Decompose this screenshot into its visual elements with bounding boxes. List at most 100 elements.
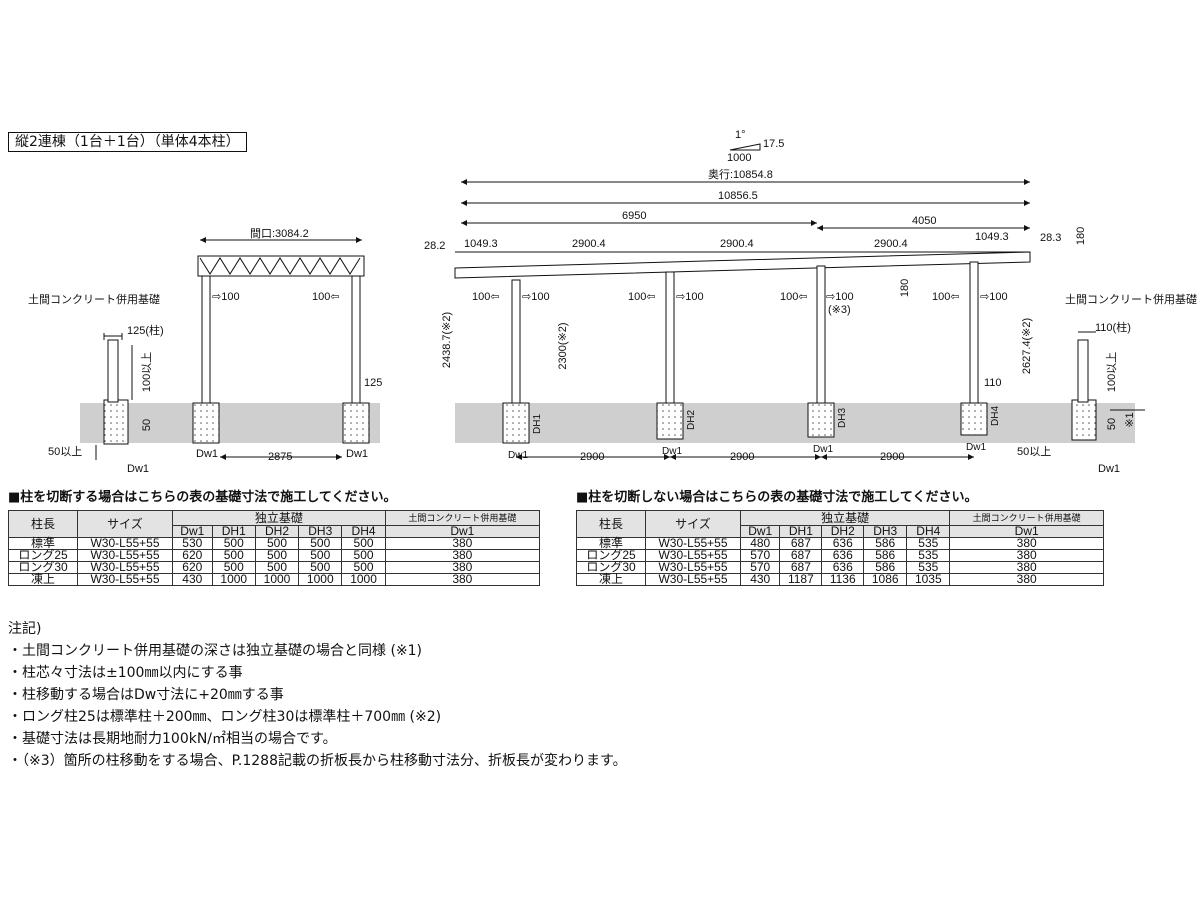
eave-left: 28.2 [424,240,445,252]
cell: 380 [949,549,1104,562]
spacing-3: 2900 [880,451,904,463]
dw-3: Dw1 [813,444,833,455]
front-offset-right: 100⇦ [312,291,340,303]
right-depth: 50 [1106,418,1118,430]
right-post-size: 110(柱) [1095,320,1131,334]
right-note: ※1 [1124,412,1136,427]
sub-dh2: DH2 [821,525,865,538]
right-height-min: 100以上 [1105,352,1118,392]
eave-right: 28.3 [1040,232,1061,244]
cell: 凍上 [8,573,78,586]
seg-3: 2900.4 [720,238,754,250]
note-3: (※3) [828,304,851,316]
col-length: 柱長 [576,510,646,538]
left-slab-detail: 土間コンクリート併用基礎 125(柱) 100以上 50 50以上 Dw1 [28,292,164,475]
dw-4: Dw1 [966,442,986,453]
seg-5: 1049.3 [975,231,1009,243]
off-b-1: ⇨100 [522,291,550,303]
height-right: 2627.4(※2) [1021,318,1033,374]
dim-4050: 4050 [912,215,936,227]
note-item: ・土間コンクリート併用基礎の深さは独立基礎の場合と同様 (※1) [8,643,423,659]
group-independent: 独立基礎 [172,510,386,526]
left-dw: Dw1 [127,463,149,475]
dw-1: Dw1 [508,450,528,461]
cell: ロング30 [8,561,78,574]
col-length: 柱長 [8,510,78,538]
table-cut-title: ■柱を切断する場合はこちらの表の基礎寸法で施工してください。 [8,490,397,505]
sub-dw1: Dw1 [739,525,781,538]
sub-dh1: DH1 [779,525,823,538]
front-view: 間口:3084.2 ⇨100 100⇦ 125 2875 Dw1 Dw1 [192,227,382,463]
ground-front [80,403,380,443]
dw-2: Dw1 [662,446,682,457]
height-180b: 180 [899,279,911,297]
off-b-4: ⇨100 [980,291,1008,303]
height-mid: 2300(※2) [557,322,569,369]
cell: 1000 [254,573,300,586]
front-foot-left: Dw1 [196,448,218,460]
note-item: ・（※3）箇所の柱移動をする場合、P.1288記載の折板長から柱移動寸法分、折板… [8,753,627,769]
left-detail-label: 土間コンクリート併用基礎 [28,292,160,306]
off-a-3: 100⇦ [780,291,808,303]
dh1: DH1 [532,414,543,434]
right-detail-label: 土間コンクリート併用基礎 [1065,292,1197,306]
front-offset-left: ⇨100 [212,291,240,303]
drawing-title: 縦2連棟（1台＋1台）（単体4本柱） [8,132,247,152]
cell: 380 [949,573,1104,586]
left-post-size: 125(柱) [127,323,164,337]
right-dw: Dw1 [1098,463,1120,475]
right-slab-detail: 土間コンクリート併用基礎 110(柱) 100以上 50 ※1 50以上 Dw1 [1017,292,1197,475]
slope-rise: 17.5 [763,138,784,150]
right-min-width: 50以上 [1017,445,1051,458]
left-depth: 50 [141,419,153,431]
cell: 500 [211,561,256,574]
dim-6950: 6950 [622,210,646,222]
note-item: ・柱芯々寸法は±100㎜以内にする事 [8,665,243,681]
front-span: 2875 [268,451,292,463]
dh3: DH3 [837,408,848,428]
cell: W30-L55+55 [645,573,741,586]
notes: 注記) ・土間コンクリート併用基礎の深さは独立基礎の場合と同様 (※1) ・柱芯… [8,618,627,772]
spacing-1: 2900 [580,451,604,463]
col-size: サイズ [645,510,741,538]
left-height-min: 100以上 [140,352,153,392]
seg-2: 2900.4 [572,238,606,250]
off-b-3: ⇨100 [826,291,854,303]
height-180: 180 [1075,227,1087,245]
cell: 380 [384,549,541,562]
cell: 687 [779,561,823,574]
notes-heading: 注記) [8,621,42,637]
note-item: ・柱移動する場合はDw寸法に+20㎜する事 [8,687,284,703]
cell: 1000 [211,573,256,586]
cell: 1187 [779,573,823,586]
side-view: 1° 17.5 1000 奥行:10854.8 10856.5 6950 405… [424,129,1087,463]
off-a-1: 100⇦ [472,291,500,303]
cell: 1136 [821,573,865,586]
off-b-2: ⇨100 [676,291,704,303]
cell: 凍上 [576,573,646,586]
cell: 430 [172,573,213,586]
cell: 500 [211,549,256,562]
seg-4: 2900.4 [874,238,908,250]
cell: 430 [739,573,781,586]
seg-1: 1049.3 [464,238,498,250]
cell: W30-L55+55 [77,573,173,586]
sub-dh1: DH1 [211,525,256,538]
dh4: DH4 [990,406,1001,426]
cell: 500 [254,549,300,562]
front-post-side: 125 [364,377,382,389]
cell: 1000 [298,573,343,586]
off-a-2: 100⇦ [628,291,656,303]
cell: 500 [211,537,256,550]
cell: 1000 [341,573,386,586]
left-min-width: 50以上 [48,445,82,458]
group-slab: 土間コンクリート併用基礎 [949,510,1104,526]
front-foot-right: Dw1 [346,448,368,460]
cell: 636 [821,549,865,562]
